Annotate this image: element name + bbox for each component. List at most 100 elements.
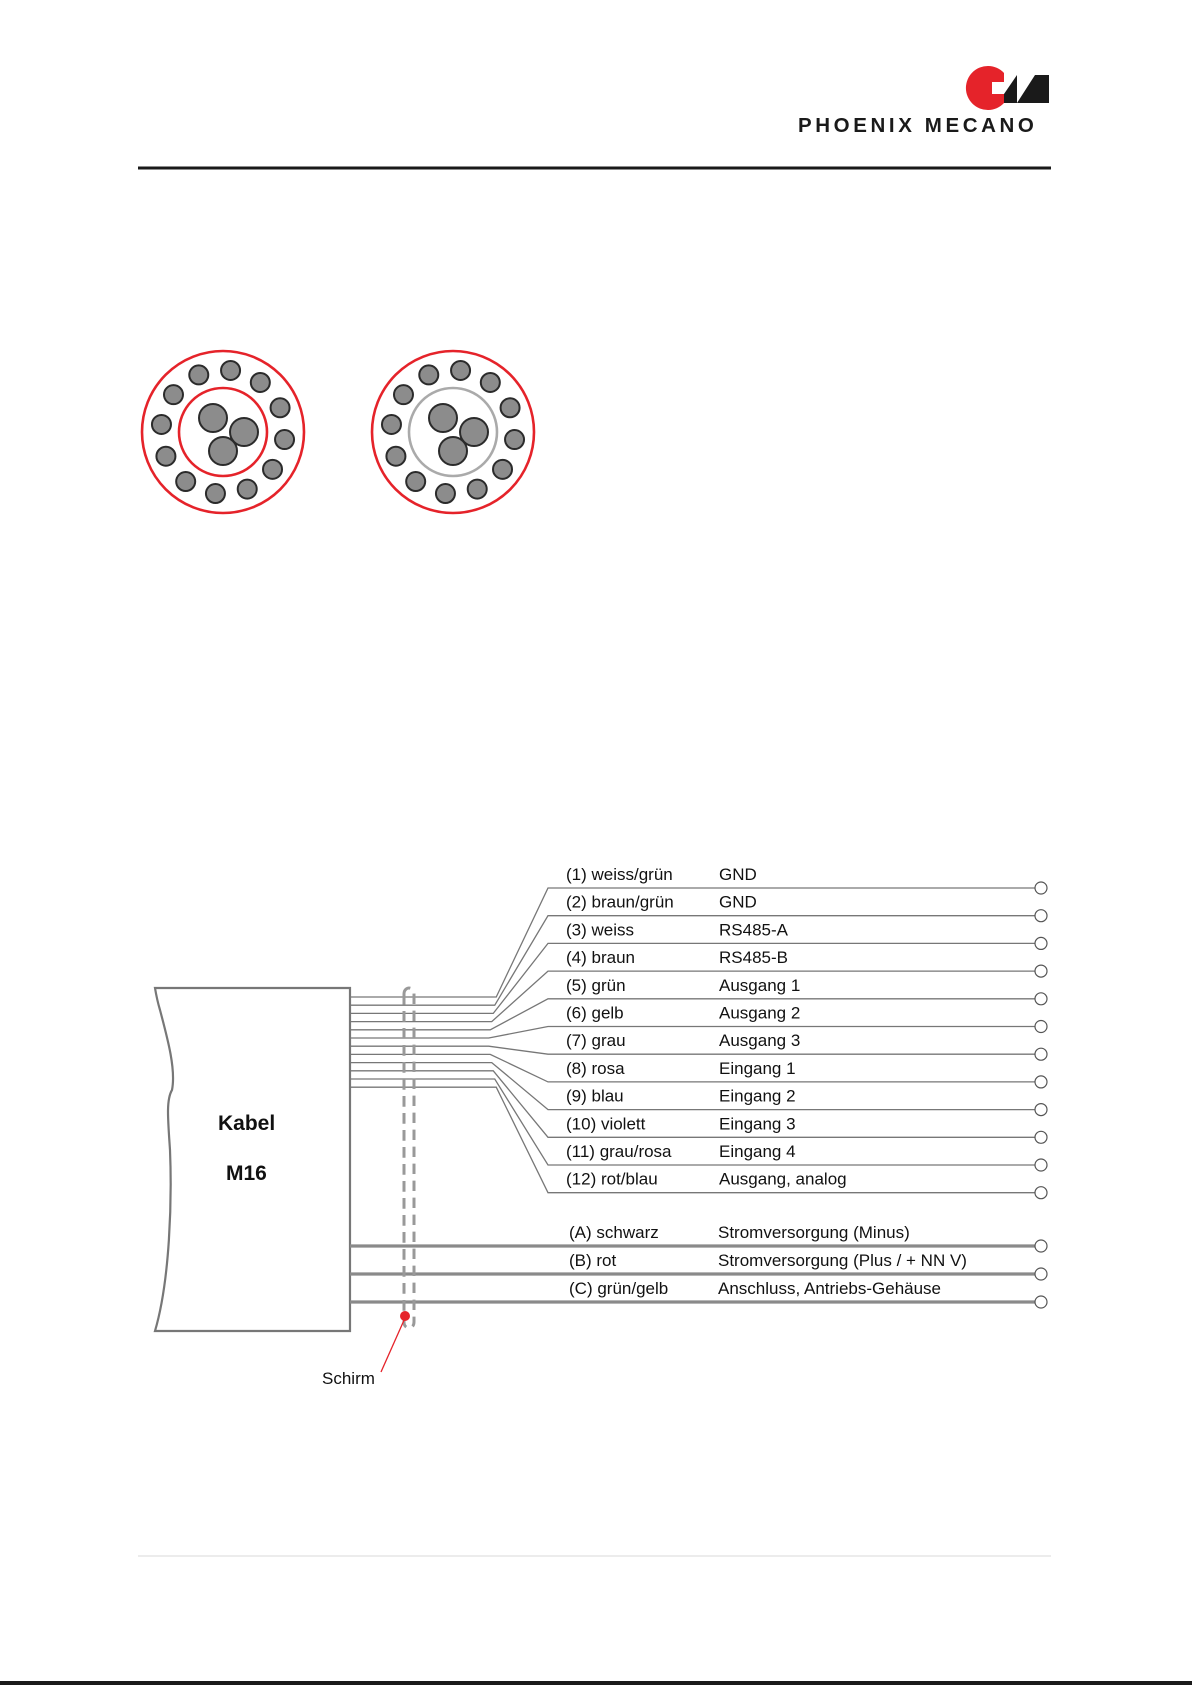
signal-conductor	[204, 483, 226, 505]
wire-function-label: GND	[719, 865, 757, 884]
cable-cross-sections	[140, 349, 536, 515]
cable-body	[153, 986, 352, 1333]
wire-terminal	[1034, 909, 1048, 923]
signal-conductor	[262, 458, 284, 480]
wire-color-label: (5) grün	[566, 976, 626, 995]
wire-function-label: Ausgang, analog	[719, 1170, 847, 1189]
wire-function-label: RS485-B	[719, 948, 788, 967]
power-wire-color-label: (B) rot	[569, 1251, 617, 1270]
power-wire-function-label: Stromversorgung (Plus / + NN V)	[718, 1251, 967, 1270]
wire-color-label: (10) violett	[566, 1114, 646, 1133]
wire-function-label: Ausgang 3	[719, 1031, 800, 1050]
signal-conductor	[466, 478, 488, 500]
wire-color-label: (11) grau/rosa	[566, 1142, 672, 1161]
signal-conductor	[450, 359, 472, 381]
cross-section-red-inner-shield	[140, 349, 306, 515]
wire-terminal	[1034, 1186, 1048, 1200]
signal-wire: (11) grau/rosa Eingang 4	[350, 1078, 1048, 1172]
signal-conductor	[504, 429, 526, 451]
signal-conductor	[392, 384, 414, 406]
wire-terminal	[1034, 1130, 1048, 1144]
signal-conductor	[175, 471, 197, 493]
signal-conductor	[274, 429, 296, 451]
signal-conductor	[380, 413, 402, 435]
signal-wire: (5) grün Ausgang 1	[350, 976, 1048, 1031]
brand-name: PHOENIX MECANO	[798, 114, 1038, 137]
wire-color-label: (7) grau	[566, 1031, 626, 1050]
power-wire-color-label: (A) schwarz	[569, 1223, 659, 1242]
wire-function-label: Ausgang 2	[719, 1004, 800, 1023]
signal-wire: (12) rot/blau Ausgang, analog	[350, 1086, 1048, 1200]
signal-conductor	[155, 445, 177, 467]
signal-conductor	[220, 359, 242, 381]
signal-conductor	[162, 384, 184, 406]
signal-conductor	[405, 471, 427, 493]
wire-terminal	[1034, 1047, 1048, 1061]
wire-function-label: Eingang 4	[719, 1142, 796, 1161]
signal-conductor	[150, 413, 172, 435]
power-wire-function-label: Anschluss, Antriebs-Gehäuse	[718, 1279, 941, 1298]
wire-function-label: Eingang 2	[719, 1087, 796, 1106]
signal-wire: (7) grau Ausgang 3	[350, 1031, 1048, 1061]
power-conductor	[459, 417, 489, 447]
power-wire: (B) rot Stromversorgung (Plus / + NN V)	[350, 1251, 1048, 1281]
wire-color-label: (1) weiss/grün	[566, 865, 673, 884]
wire-function-label: RS485-A	[719, 920, 789, 939]
power-conductor	[208, 436, 238, 466]
wire-terminal	[1034, 1239, 1048, 1253]
signal-conductor	[492, 458, 514, 480]
wire-color-label: (6) gelb	[566, 1004, 624, 1023]
wire-terminal	[1034, 1019, 1048, 1034]
signal-conductor	[434, 483, 456, 505]
cross-section-grey-inner-shield	[370, 349, 536, 515]
power-wire: (C) grün/gelb Anschluss, Antriebs-Gehäuse	[350, 1279, 1048, 1309]
signal-conductor	[418, 364, 440, 386]
wire-color-label: (3) weiss	[566, 920, 634, 939]
wire-color-label: (12) rot/blau	[566, 1170, 658, 1189]
signal-wire: (6) gelb Ausgang 2	[350, 1004, 1048, 1039]
power-conductor	[229, 417, 259, 447]
wire-color-label: (8) rosa	[566, 1059, 625, 1078]
wire-function-label: Ausgang 1	[719, 976, 800, 995]
shield-connection-dot	[400, 1311, 410, 1321]
page-edge	[0, 1681, 1192, 1685]
power-conductor	[438, 436, 468, 466]
power-wire-color-label: (C) grün/gelb	[569, 1279, 668, 1298]
wire-terminal	[1034, 964, 1048, 978]
wire-terminal	[1034, 936, 1048, 951]
signal-conductor	[499, 397, 521, 419]
wire-terminal	[1034, 1075, 1048, 1089]
wire-function-label: GND	[719, 893, 757, 912]
cable-label-line1: Kabel	[218, 1112, 275, 1135]
signal-conductor	[249, 371, 271, 393]
signal-conductor	[385, 445, 407, 467]
phoenix-mecano-logo-icon	[965, 66, 1049, 110]
wire-terminal	[1034, 1158, 1048, 1172]
wire-terminal	[1034, 1295, 1048, 1309]
signal-conductor	[236, 478, 258, 500]
shield	[380, 986, 416, 1373]
wire-color-label: (2) braun/grün	[566, 893, 674, 912]
wire-terminal	[1034, 992, 1048, 1006]
power-conductor	[198, 403, 228, 433]
wire-terminal	[1034, 881, 1048, 895]
power-wires: (A) schwarz Stromversorgung (Minus) (B) ro…	[350, 1223, 1048, 1309]
power-wire-function-label: Stromversorgung (Minus)	[718, 1223, 910, 1242]
signal-conductor	[479, 371, 501, 393]
signal-conductor	[269, 397, 291, 419]
signal-conductor	[188, 364, 210, 386]
wire-terminal	[1034, 1102, 1048, 1117]
power-conductor	[428, 403, 458, 433]
signal-wire: (2) braun/grün GND	[350, 893, 1048, 1006]
signal-wire: (4) braun RS485-B	[350, 948, 1048, 1023]
signal-wire: (3) weiss RS485-A	[350, 920, 1048, 1015]
power-wire: (A) schwarz Stromversorgung (Minus)	[350, 1223, 1048, 1253]
wire-color-label: (4) braun	[566, 948, 635, 967]
wire-terminal	[1034, 1267, 1048, 1281]
